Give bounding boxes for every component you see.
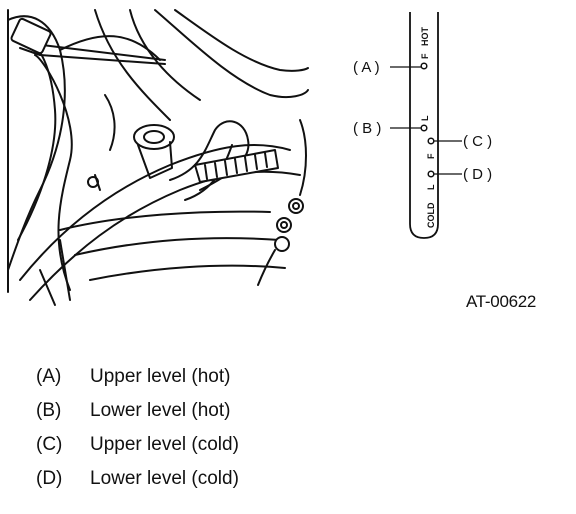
legend-list: (A) Upper level (hot) (B) Lower level (h… (36, 360, 239, 496)
callout-c: ( C ) (463, 133, 492, 150)
upper-hot-mark (420, 62, 428, 70)
cold-word-mark: COLD (426, 202, 436, 228)
engine-bay-illustration (7, 8, 309, 306)
hot-word-mark: HOT (420, 27, 430, 47)
legend-key: (C) (36, 434, 63, 455)
legend-text: Lower level (hot) (90, 400, 231, 421)
legend-key: (D) (36, 468, 63, 489)
legend-key: (A) (36, 366, 62, 387)
legend-item: (D) Lower level (cold) (36, 462, 239, 496)
cold-l-mark: L (426, 184, 436, 190)
legend-text: Upper level (cold) (90, 434, 239, 455)
legend-item: (A) Upper level (hot) (36, 360, 239, 394)
cold-f-mark: F (426, 153, 436, 159)
legend-item: (B) Lower level (hot) (36, 394, 239, 428)
legend-item: (C) Upper level (cold) (36, 428, 239, 462)
figure-id-label: AT-00622 (466, 292, 537, 311)
callout-b: ( B ) (353, 120, 381, 137)
lower-cold-mark (427, 170, 435, 178)
upper-cold-mark (427, 137, 435, 145)
figure-illustration: F HOT L F L COLD ( A ) ( B ) ( C ) ( D ) (7, 8, 492, 306)
legend-key: (B) (36, 400, 62, 421)
callout-d: ( D ) (463, 166, 492, 183)
hot-l-mark: L (420, 115, 430, 121)
lower-hot-mark (420, 124, 428, 132)
legend-text: Lower level (cold) (90, 468, 239, 489)
hot-f-mark: F (420, 53, 430, 59)
callout-a: ( A ) (353, 59, 380, 76)
dipstick-blade (409, 12, 439, 239)
legend-text: Upper level (hot) (90, 366, 231, 387)
